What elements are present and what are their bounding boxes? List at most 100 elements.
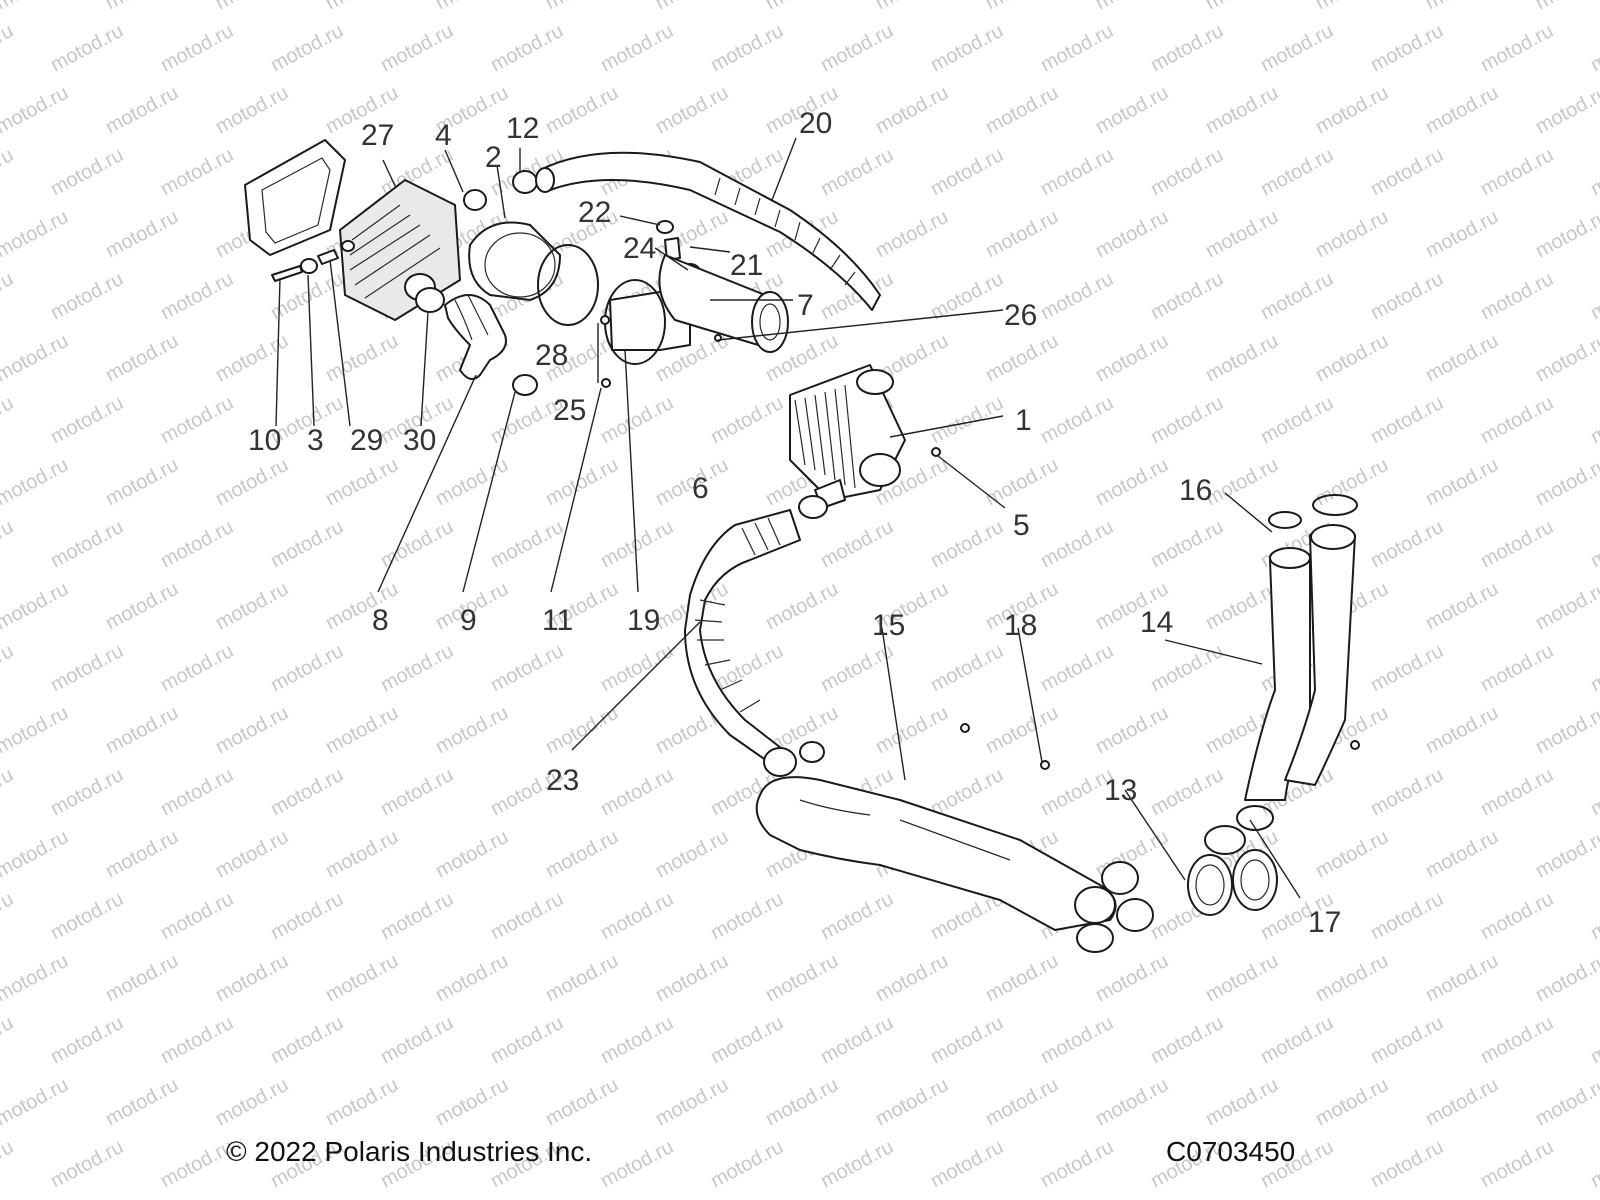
watermark-text: motod.ru	[597, 392, 677, 448]
watermark-text: motod.ru	[1037, 516, 1117, 572]
watermark-text: motod.ru	[597, 1136, 677, 1192]
watermark-text: motod.ru	[1312, 0, 1392, 14]
watermark-text: motod.ru	[1147, 1012, 1227, 1068]
watermark-text: motod.ru	[1312, 826, 1392, 882]
watermark-text: motod.ru	[1202, 206, 1282, 262]
watermark-text: motod.ru	[1092, 454, 1172, 510]
watermark-text: motod.ru	[432, 826, 512, 882]
watermark-text: motod.ru	[0, 0, 72, 14]
watermark-text: motod.ru	[817, 20, 897, 76]
watermark-text: motod.ru	[1477, 268, 1557, 324]
watermark-text: motod.ru	[1367, 392, 1447, 448]
watermark-text: motod.ru	[1092, 950, 1172, 1006]
watermark-text: motod.ru	[1312, 82, 1392, 138]
watermark-text: motod.ru	[982, 330, 1062, 386]
watermark-text: motod.ru	[1587, 268, 1600, 324]
watermark-text: motod.ru	[157, 516, 237, 572]
callout-6: 6	[692, 472, 709, 505]
watermark-text: motod.ru	[1147, 20, 1227, 76]
watermark-text: motod.ru	[1477, 392, 1557, 448]
watermark-text: motod.ru	[817, 1136, 897, 1192]
watermark-text: motod.ru	[1422, 82, 1502, 138]
callout-28: 28	[535, 339, 568, 372]
watermark-text: motod.ru	[1037, 268, 1117, 324]
watermark-text: motod.ru	[1202, 1074, 1282, 1130]
watermark-text: motod.ru	[322, 702, 402, 758]
watermark-text: motod.ru	[157, 20, 237, 76]
watermark-text: motod.ru	[542, 1074, 622, 1130]
watermark-text: motod.ru	[1147, 516, 1227, 572]
watermark-text: motod.ru	[652, 826, 732, 882]
watermark-text: motod.ru	[102, 0, 182, 14]
watermark-text: motod.ru	[1257, 144, 1337, 200]
callout-18: 18	[1004, 609, 1037, 642]
watermark-text: motod.ru	[1477, 888, 1557, 944]
watermark-text: motod.ru	[377, 764, 457, 820]
callout-11: 11	[542, 604, 573, 637]
watermark-text: motod.ru	[157, 144, 237, 200]
watermark-text: motod.ru	[542, 0, 622, 14]
watermark-text: motod.ru	[1092, 702, 1172, 758]
watermark-text: motod.ru	[157, 764, 237, 820]
watermark-text: motod.ru	[982, 82, 1062, 138]
watermark-text: motod.ru	[927, 516, 1007, 572]
watermark-text: motod.ru	[377, 1012, 457, 1068]
watermark-text: motod.ru	[322, 578, 402, 634]
part-6-filter	[658, 254, 789, 353]
watermark-text: motod.ru	[707, 888, 787, 944]
watermark-text: motod.ru	[1477, 764, 1557, 820]
watermark-text: motod.ru	[1367, 1136, 1447, 1192]
watermark-text: motod.ru	[1092, 82, 1172, 138]
watermark-text: motod.ru	[1422, 454, 1502, 510]
callout-16: 16	[1179, 474, 1212, 507]
part-13-couplers	[1187, 805, 1278, 916]
watermark-text: motod.ru	[817, 144, 897, 200]
watermark-text: motod.ru	[1202, 454, 1282, 510]
watermark-text: motod.ru	[762, 578, 842, 634]
watermark-text: motod.ru	[1532, 702, 1600, 758]
watermark-text: motod.ru	[1367, 144, 1447, 200]
watermark-text: motod.ru	[1422, 702, 1502, 758]
watermark-text: motod.ru	[47, 516, 127, 572]
watermark-text: motod.ru	[927, 392, 1007, 448]
watermark-text: motod.ru	[432, 454, 512, 510]
watermark-text: motod.ru	[212, 0, 292, 14]
watermark-text: motod.ru	[982, 702, 1062, 758]
watermark-text: motod.ru	[707, 1136, 787, 1192]
watermark-text: motod.ru	[0, 764, 17, 820]
watermark-text: motod.ru	[1477, 1012, 1557, 1068]
watermark-text: motod.ru	[1037, 1012, 1117, 1068]
part-15-lower-pipe	[755, 776, 1154, 953]
watermark-text: motod.ru	[47, 888, 127, 944]
watermark-text: motod.ru	[0, 82, 72, 138]
watermark-text: motod.ru	[597, 888, 677, 944]
watermark-text: motod.ru	[1202, 0, 1282, 14]
watermark-text: motod.ru	[1312, 206, 1392, 262]
watermark-text: motod.ru	[1092, 206, 1172, 262]
part-1-cleaner-housing	[789, 364, 941, 509]
watermark-text: motod.ru	[1312, 1074, 1392, 1130]
watermark-text: motod.ru	[432, 950, 512, 1006]
watermark-text: motod.ru	[872, 82, 952, 138]
parts-layer	[244, 139, 1360, 953]
watermark-text: motod.ru	[817, 516, 897, 572]
watermark-text: motod.ru	[817, 888, 897, 944]
watermark-text: motod.ru	[487, 516, 567, 572]
watermark-text: motod.ru	[267, 20, 347, 76]
watermark-text: motod.ru	[487, 1012, 567, 1068]
watermark-text: motod.ru	[1092, 1074, 1172, 1130]
watermark-text: motod.ru	[707, 392, 787, 448]
watermark-text: motod.ru	[322, 826, 402, 882]
watermark-text: motod.ru	[0, 1074, 72, 1130]
watermark-text: motod.ru	[1477, 640, 1557, 696]
watermark-text: motod.ru	[1037, 640, 1117, 696]
watermark-text: motod.ru	[267, 640, 347, 696]
callout-15: 15	[872, 609, 905, 642]
watermark-text: motod.ru	[652, 0, 732, 14]
watermark-text: motod.ru	[1202, 330, 1282, 386]
watermark-text: motod.ru	[487, 888, 567, 944]
watermark-text: motod.ru	[1587, 392, 1600, 448]
watermark-text: motod.ru	[157, 392, 237, 448]
watermark-text: motod.ru	[47, 392, 127, 448]
watermark-text: motod.ru	[157, 888, 237, 944]
